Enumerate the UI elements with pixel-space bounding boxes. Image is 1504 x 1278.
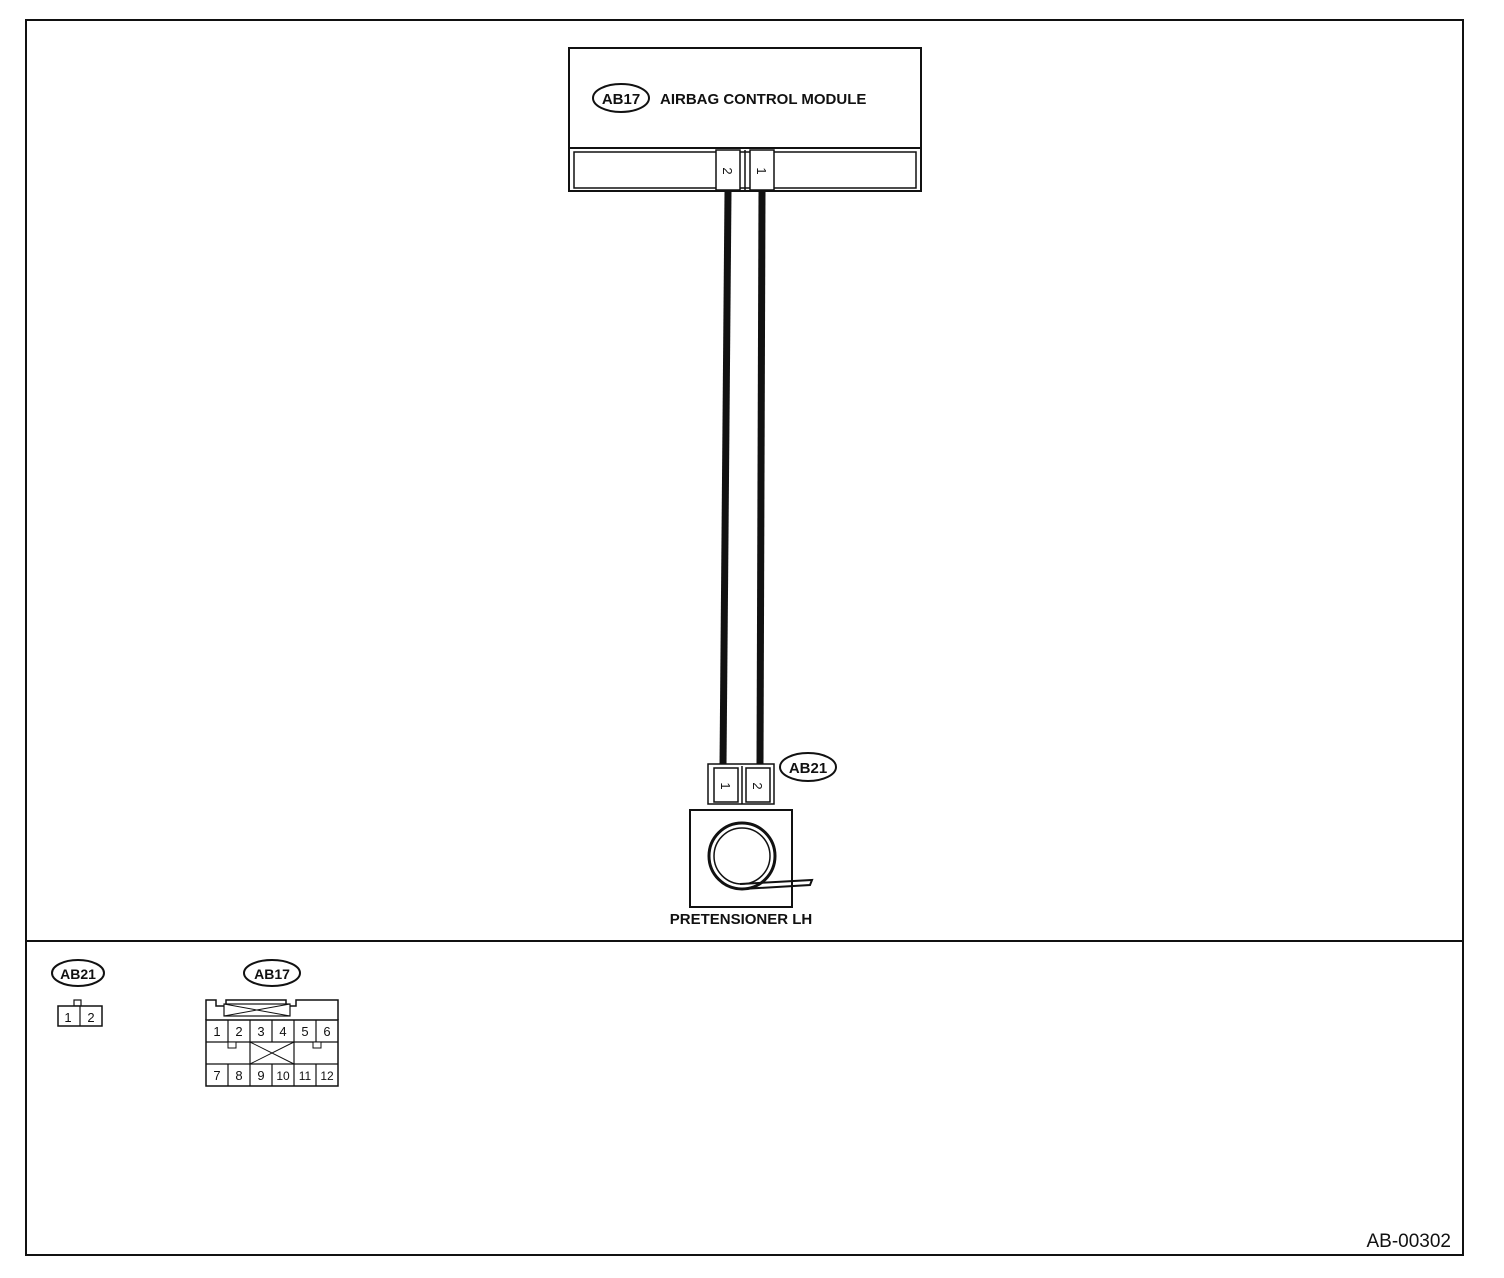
legend-ab17-key-cross-b	[223, 1003, 291, 1017]
pretensioner-connector-id-badge	[779, 752, 837, 782]
airbag-control-module: AB17 AIRBAG CONTROL MODULE 2 1	[568, 47, 922, 192]
module-connector-id: AB17	[602, 91, 640, 108]
module-label: AIRBAG CONTROL MODULE	[660, 91, 866, 108]
pretensioner-label: PRETENSIONER LH	[670, 911, 813, 928]
legend-ab17-blank-cross-b	[249, 1041, 295, 1065]
module-pin-2-label: 2	[720, 167, 735, 174]
pretensioner-belt-tail	[739, 878, 814, 890]
module-pin-1-terminal	[749, 149, 775, 191]
legend-ab17-lock-right	[312, 1041, 322, 1049]
legend-ab21-latch	[73, 999, 82, 1007]
legend-ab17-column-lines	[227, 1020, 317, 1086]
module-connector-id-badge	[592, 83, 650, 113]
legend-ab17-pin-2: 2	[235, 1024, 242, 1039]
wire-harness	[719, 191, 766, 766]
pretensioner-body	[689, 809, 793, 908]
wire-right	[756, 191, 766, 766]
module-pin-1-label: 1	[754, 167, 769, 174]
legend-ab17-pin-7: 7	[213, 1068, 220, 1083]
legend-ab21: AB21 1 2	[51, 959, 105, 1027]
legend-ab17-pin-9: 9	[257, 1068, 264, 1083]
legend-ab21-pin-2: 2	[87, 1010, 94, 1025]
legend-ab17-pin-11: 11	[299, 1069, 312, 1083]
pretensioner-pin-1-terminal	[713, 767, 739, 803]
pretensioner-pin-2-label: 2	[750, 782, 765, 789]
pretensioner-lh: PRETENSIONER LH	[670, 809, 814, 928]
legend-ab17: AB17 1 2 3 4 5 6 7 8 9 10 11 12	[205, 959, 339, 1087]
legend-ab17-pin-6: 6	[323, 1024, 330, 1039]
outer-frame	[25, 19, 1464, 1256]
legend-ab21-badge	[51, 959, 105, 987]
wire-left	[719, 191, 732, 766]
legend-ab17-pin-10: 10	[276, 1069, 290, 1083]
legend-ab17-id: AB17	[254, 966, 290, 982]
legend-ab17-pin-12: 12	[320, 1069, 334, 1083]
legend-ab17-lock-left	[227, 1041, 237, 1049]
pretensioner-pin-2-terminal	[745, 767, 771, 803]
legend-ab17-pin-3: 3	[257, 1024, 264, 1039]
legend-ab17-badge	[243, 959, 301, 987]
legend-ab17-pin-1: 1	[213, 1024, 220, 1039]
pretensioner-pin-1-label: 1	[718, 782, 733, 789]
figure-id: AB-00302	[1366, 1231, 1451, 1252]
legend-ab17-pin-4: 4	[279, 1024, 286, 1039]
legend-ab17-pin-8: 8	[235, 1068, 242, 1083]
pretensioner-connector-id: AB21	[789, 760, 827, 777]
module-pin-2-terminal	[715, 149, 741, 191]
legend-ab17-pin-5: 5	[301, 1024, 308, 1039]
legend-ab21-pin-1: 1	[64, 1010, 71, 1025]
legend-ab21-id: AB21	[60, 966, 96, 982]
pretensioner-connector: 1 2 AB21	[707, 752, 837, 805]
